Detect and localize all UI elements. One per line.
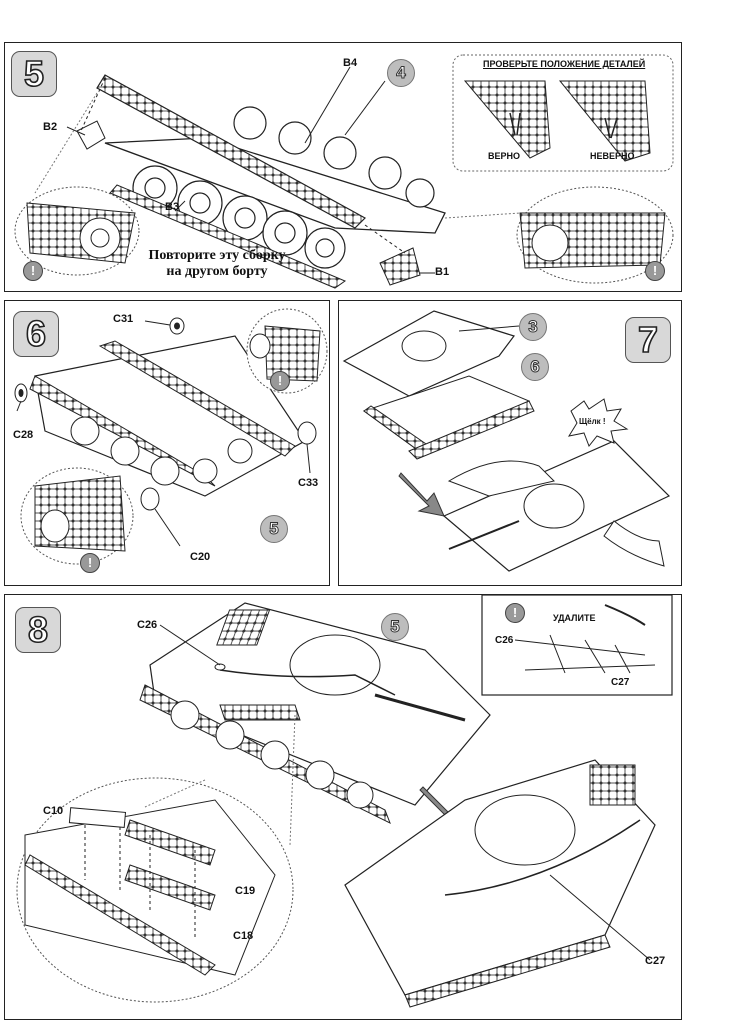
subassembly-badge-lower: 6 xyxy=(521,353,549,381)
subassembly-badge-upper: 3 xyxy=(519,313,547,341)
label-c27: C27 xyxy=(645,955,666,967)
repeat-note-line2: на другом борту xyxy=(166,264,268,279)
subassembly-badge: 5 xyxy=(260,515,288,543)
step-number: 8 xyxy=(15,607,61,653)
remove-label: УДАЛИТЕ xyxy=(553,613,596,623)
click-text: Щёлк ! xyxy=(579,417,606,426)
subassembly-badge: 4 xyxy=(387,59,415,87)
step-8-drawing xyxy=(16,595,673,1008)
warning-icon: ! xyxy=(270,371,290,391)
label-c19: C19 xyxy=(235,885,256,897)
label-c31: C31 xyxy=(113,313,134,325)
warning-icon: ! xyxy=(80,553,100,573)
warning-icon: ! xyxy=(23,261,43,281)
subassembly-badge: 5 xyxy=(381,613,409,641)
wrong-label: НЕВЕРНО xyxy=(590,151,635,161)
label-c10: C10 xyxy=(43,805,64,817)
step-number: 7 xyxy=(625,317,671,363)
label-b3: B3 xyxy=(165,201,180,213)
step-5-drawing xyxy=(14,54,674,289)
inset-label-c26: C26 xyxy=(495,635,514,646)
step-6-drawing xyxy=(14,308,328,565)
check-title: ПРОВЕРЬТЕ ПОЛОЖЕНИЕ ДЕТАЛЕЙ xyxy=(483,59,646,69)
label-b2: B2 xyxy=(43,121,58,133)
label-b1: B1 xyxy=(435,266,450,278)
step-7-panel: 7 3 6 Щёлк ! xyxy=(338,300,682,586)
repeat-note-line1: Повторите эту сборку xyxy=(148,248,286,263)
step-8-panel: 8 xyxy=(4,594,682,1020)
correct-label: ВЕРНО xyxy=(488,151,521,161)
inset-label-c27: C27 xyxy=(611,677,630,688)
label-c26: C26 xyxy=(137,619,158,631)
step-6-panel: 6 C31 C28 C33 C20 5 ! ! xyxy=(4,300,330,586)
step-number: 6 xyxy=(13,311,59,357)
warning-icon: ! xyxy=(505,603,525,623)
step-5-panel: 5 xyxy=(4,42,682,292)
label-c28: C28 xyxy=(13,429,34,441)
label-c18: C18 xyxy=(233,930,254,942)
label-b4: B4 xyxy=(343,57,358,69)
warning-icon: ! xyxy=(645,261,665,281)
step-7-drawing xyxy=(342,310,671,572)
label-c33: C33 xyxy=(298,477,319,489)
label-c20: C20 xyxy=(190,551,211,563)
repeat-note: Повторите эту сборку на другом борту xyxy=(143,248,291,280)
step-number: 5 xyxy=(11,51,57,97)
